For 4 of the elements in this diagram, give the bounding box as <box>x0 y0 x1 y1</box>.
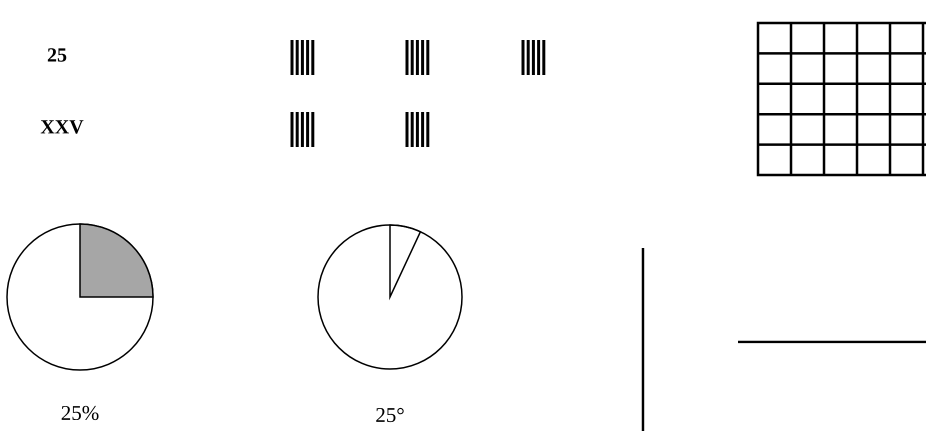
degree-text: 25° <box>376 408 404 422</box>
numeral-text: 25 <box>48 48 66 62</box>
percent-text: 25% <box>62 406 99 420</box>
roman-numeral-text: XXV <box>40 120 84 134</box>
